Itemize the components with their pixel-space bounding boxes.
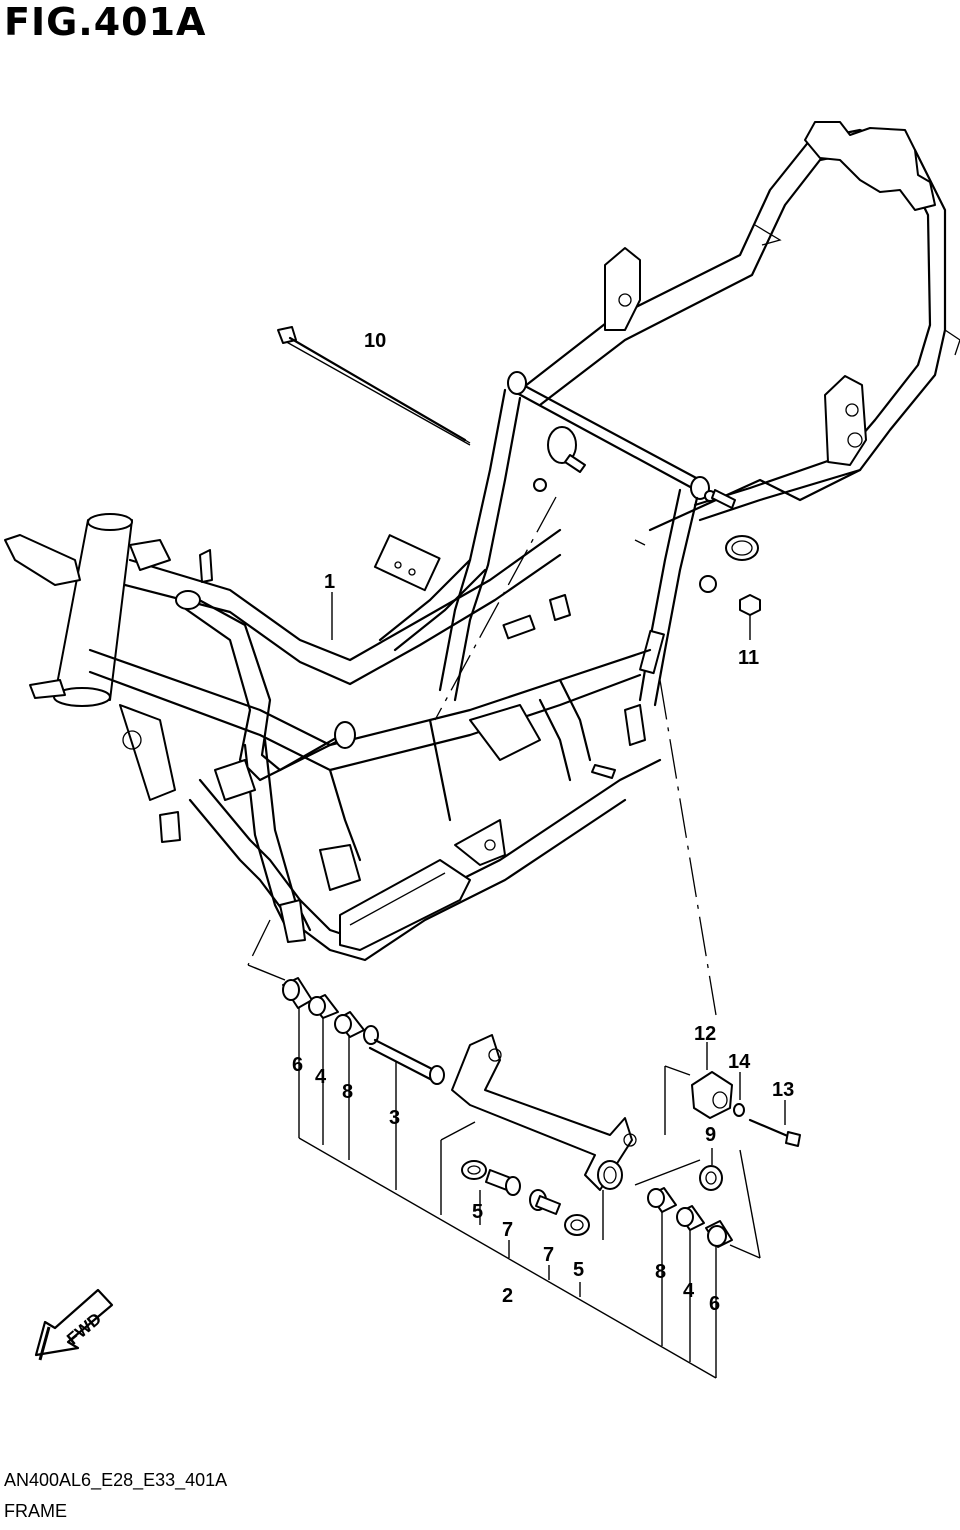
callout-3: 3: [389, 1107, 400, 1129]
spacer-4-left: [308, 994, 339, 1019]
callout-2: 2: [502, 1285, 513, 1307]
bolt-10: [277, 326, 471, 444]
bolt-13: [748, 1118, 801, 1147]
callout-12: 12: [694, 1023, 716, 1045]
callout-8-right: 8: [655, 1261, 666, 1283]
rubber-12: [691, 1071, 733, 1119]
callout-10: 10: [364, 330, 386, 352]
bolt-3: [363, 1025, 445, 1085]
callout-4-right: 4: [683, 1280, 695, 1302]
washer-14: [733, 1103, 745, 1117]
callout-9: 9: [705, 1124, 716, 1146]
spacer-8-left: [334, 1011, 365, 1038]
callout-5-left: 5: [472, 1201, 483, 1223]
diagram-code: AN400AL6_E28_E33_401A: [4, 1470, 228, 1490]
nut-11: [739, 594, 761, 616]
callout-11: 11: [738, 647, 759, 669]
fwd-arrow-icon: FWD: [34, 1288, 114, 1361]
collar-7-right: [529, 1189, 561, 1215]
collar-5-left: [461, 1160, 487, 1180]
figure-title: FIG.401A: [4, 0, 207, 44]
callout-7-right: 7: [543, 1244, 554, 1266]
callout-7-left: 7: [502, 1219, 513, 1241]
callout-8-left: 8: [342, 1081, 353, 1103]
collar-7-left: [485, 1169, 521, 1196]
spacer-4-right: [676, 1205, 705, 1231]
spacer-8-right: [647, 1187, 677, 1213]
leader-lines: [247, 339, 786, 1379]
bushing-6-right: [705, 1220, 733, 1248]
bracket-2: [451, 1034, 637, 1191]
bushing-6-left: [282, 977, 313, 1009]
callout-4-left: 4: [315, 1066, 327, 1088]
collar-5-right: [564, 1214, 590, 1236]
main-frame-drawing: [4, 121, 960, 962]
callout-6-left: 6: [292, 1054, 303, 1076]
callout-13: 13: [772, 1079, 794, 1101]
washer-9: [699, 1165, 723, 1191]
callout-5-right: 5: [573, 1259, 584, 1281]
callout-14: 14: [728, 1051, 751, 1073]
callout-1: 1: [324, 571, 335, 593]
diagram-name: FRAME: [4, 1501, 67, 1521]
callout-6-right: 6: [709, 1293, 720, 1315]
